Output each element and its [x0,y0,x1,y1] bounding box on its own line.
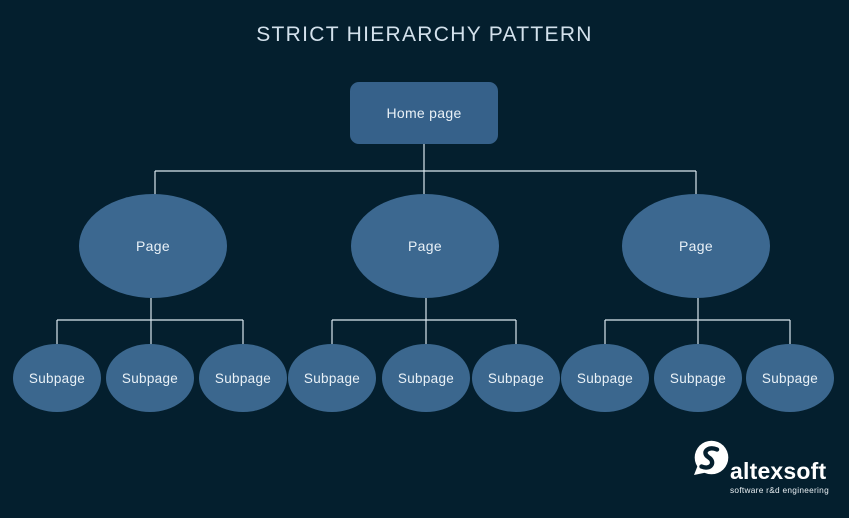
node-subpage-1-2-label: Subpage [121,370,179,386]
node-home-page: Home page [350,82,498,144]
node-subpage-3-2: Subpage [654,344,742,412]
node-page-2-label: Page [408,238,442,254]
node-home-page-label: Home page [386,105,462,121]
diagram-title: STRICT HIERARCHY PATTERN [256,23,593,46]
node-page-3-label: Page [679,238,713,254]
logo-brand-text: altexsoft [730,458,827,484]
node-subpage-1-3: Subpage [199,344,287,412]
node-subpage-2-3: Subpage [472,344,560,412]
altexsoft-logo-icon [694,440,729,475]
node-subpage-2-2-label: Subpage [397,370,455,386]
node-subpage-2-1: Subpage [288,344,376,412]
node-subpage-3-1: Subpage [561,344,649,412]
logo-tagline-text: software r&d engineering [730,485,829,495]
node-subpage-2-2: Subpage [382,344,470,412]
node-page-2: Page [351,194,499,298]
node-subpage-3-3: Subpage [746,344,834,412]
node-subpage-1-1-label: Subpage [28,370,86,386]
node-page-1-label: Page [136,238,170,254]
node-subpage-1-2: Subpage [106,344,194,412]
node-subpage-3-2-label: Subpage [669,370,727,386]
node-subpage-1-1: Subpage [13,344,101,412]
node-subpage-3-3-label: Subpage [761,370,819,386]
node-subpage-1-3-label: Subpage [214,370,272,386]
node-page-3: Page [622,194,770,298]
node-subpage-2-3-label: Subpage [487,370,545,386]
altexsoft-logo: altexsoft software r&d engineering [730,458,829,496]
node-subpage-2-1-label: Subpage [303,370,361,386]
node-page-1: Page [79,194,227,298]
node-subpage-3-1-label: Subpage [576,370,634,386]
